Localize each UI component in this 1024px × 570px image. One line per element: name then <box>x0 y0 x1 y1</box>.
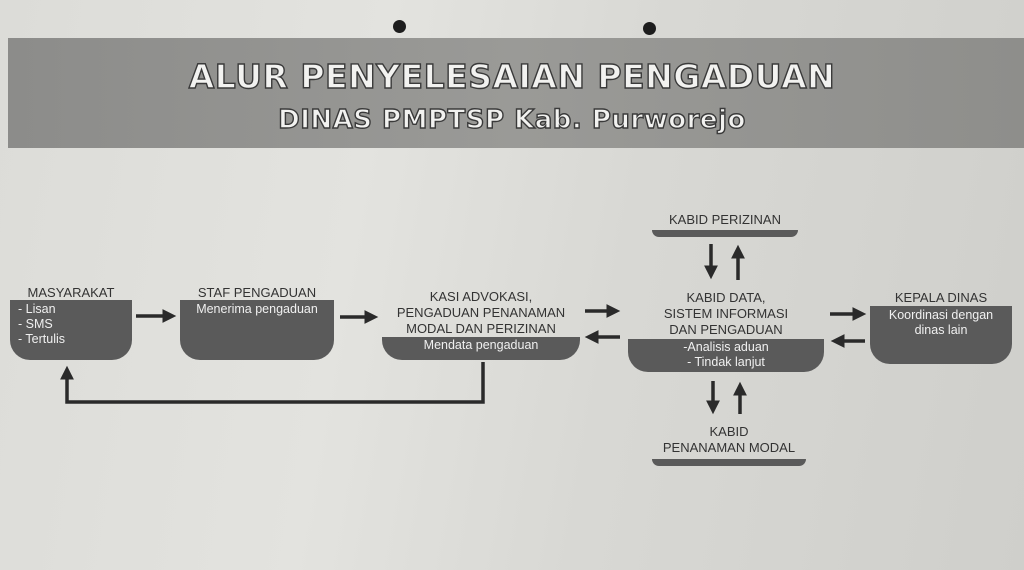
kabid-data-label-line: KABID DATA, <box>686 290 766 305</box>
masyarakat-item: - SMS <box>18 317 53 331</box>
diagram-subtitle: DINAS PMPTSP Kab. Purworejo <box>277 104 746 135</box>
masyarakat-item: - Tertulis <box>18 332 66 346</box>
kabid-data-label: KABID DATA, SISTEM INFORMASI DAN PENGADU… <box>628 290 824 338</box>
kasi-label: KASI ADVOKASI, PENGADUAN PENANAMAN MODAL… <box>378 289 584 337</box>
kabid-perizinan-label: KABID PERIZINAN <box>669 212 781 227</box>
kabid-pm-label-line: KABID <box>709 424 749 439</box>
feedback-arrow-icon <box>60 362 485 404</box>
staf-pengaduan-label: STAF PENGADUAN <box>197 285 317 300</box>
kepala-dinas-item: dinas lain <box>914 323 968 337</box>
kepala-dinas-item: Koordinasi dengan <box>888 308 994 322</box>
masyarakat-box: - Lisan - SMS - Tertulis <box>10 300 132 360</box>
kasi-label-line: MODAL DAN PERIZINAN <box>406 321 556 336</box>
header-banner <box>8 38 1024 148</box>
kabid-data-item: - Tindak lanjut <box>687 355 765 369</box>
punch-hole-left <box>393 20 406 33</box>
kasi-item: Mendata pengaduan <box>423 338 539 352</box>
kepala-dinas-box: Koordinasi dengan dinas lain <box>870 306 1012 364</box>
kepala-dinas-label: KEPALA DINAS <box>894 290 988 305</box>
masyarakat-item: - Lisan <box>18 302 56 316</box>
kabid-data-item: -Analisis aduan <box>683 340 769 354</box>
kabid-data-box: -Analisis aduan - Tindak lanjut <box>628 339 824 372</box>
kabid-perizinan-bar <box>652 230 798 237</box>
kabid-data-label-line: DAN PENGADUAN <box>669 322 783 337</box>
staf-pengaduan-item: Menerima pengaduan <box>196 302 318 316</box>
kabid-data-label-line: SISTEM INFORMASI <box>663 306 789 321</box>
staf-pengaduan-box: Menerima pengaduan <box>180 300 334 360</box>
diagram-title: ALUR PENYELESAIAN PENGADUAN <box>188 56 836 96</box>
kabid-pm-label-line: PENANAMAN MODAL <box>662 440 796 455</box>
kasi-label-line: KASI ADVOKASI, <box>429 289 533 304</box>
punch-hole-right <box>643 22 656 35</box>
kasi-label-line: PENGADUAN PENANAMAN <box>396 305 566 320</box>
kabid-pm-bar <box>652 459 806 466</box>
kasi-box: Mendata pengaduan <box>382 337 580 360</box>
masyarakat-label: MASYARAKAT <box>27 285 115 300</box>
kabid-pm-label: KABID PENANAMAN MODAL <box>650 424 808 456</box>
